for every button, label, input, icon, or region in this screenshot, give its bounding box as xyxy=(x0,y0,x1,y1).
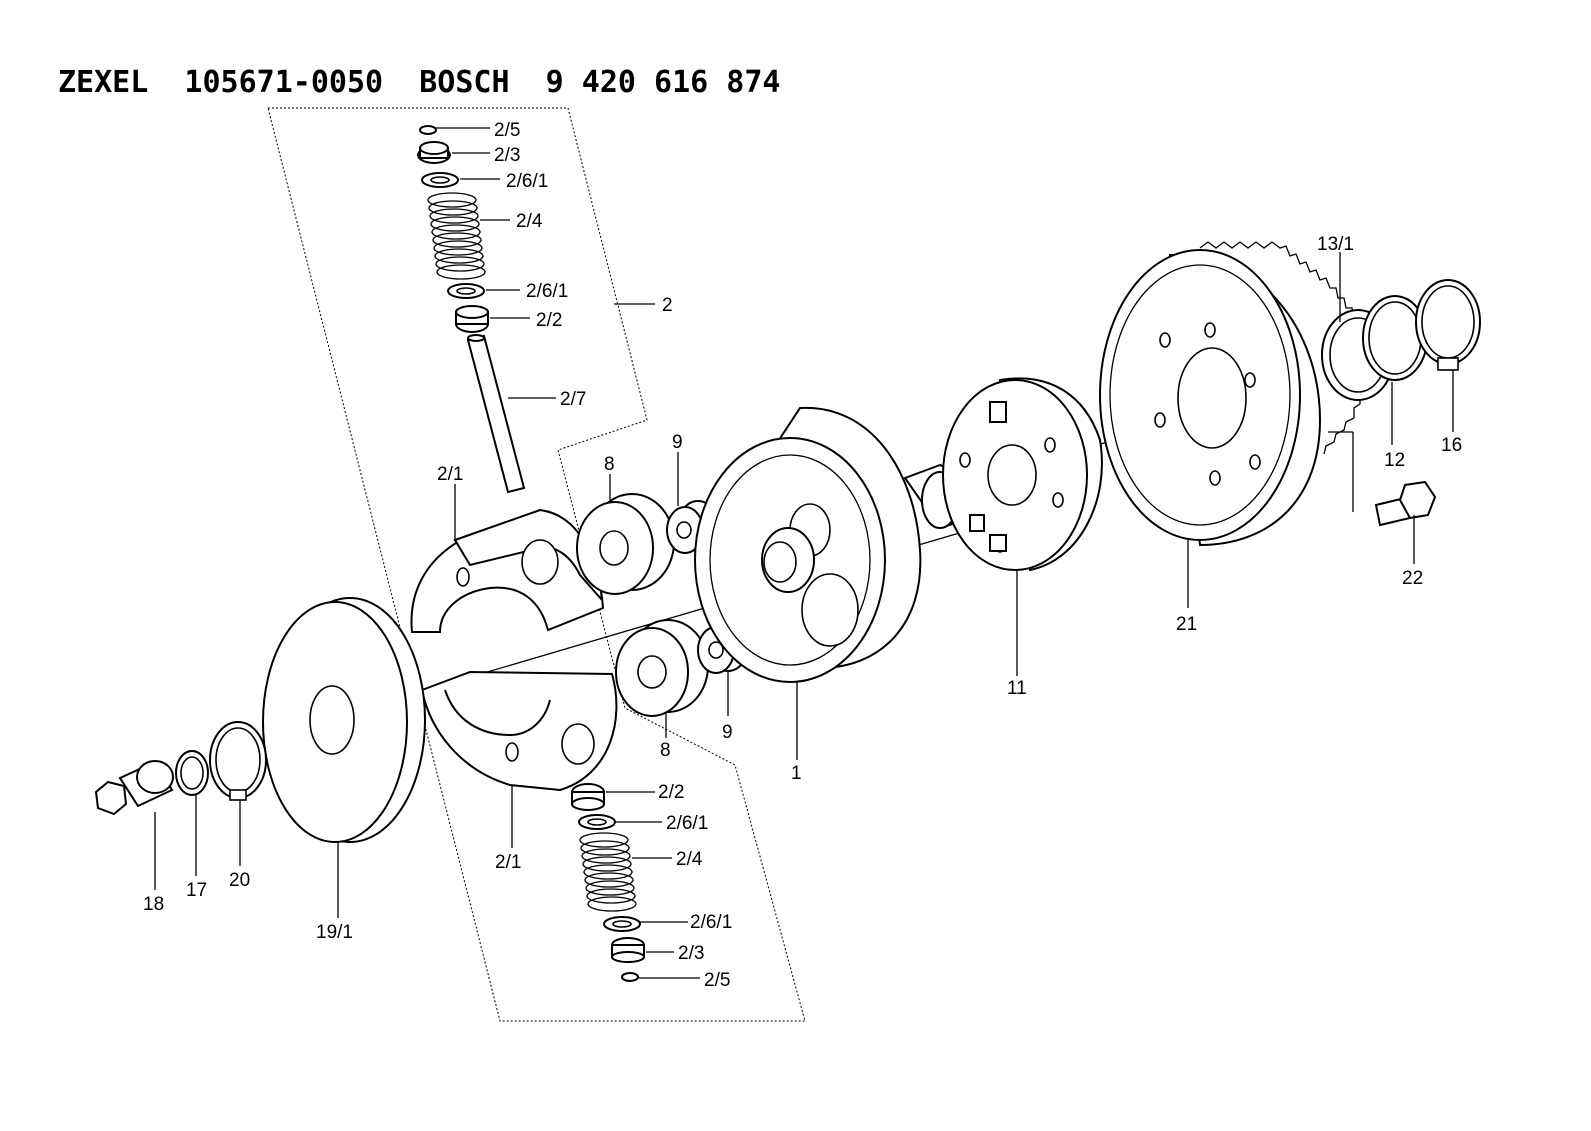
callout-labels: 2/5 2/3 2/6/1 2/4 2/6/1 2/2 2 2/7 2/1 8 … xyxy=(143,120,1462,991)
label-12: 12 xyxy=(1384,450,1405,471)
label-18: 18 xyxy=(143,894,164,915)
part-22-bolt xyxy=(1374,480,1437,527)
label-2-5-bottom: 2/5 xyxy=(704,970,730,991)
label-2-7: 2/7 xyxy=(560,389,586,410)
flyweight-lower xyxy=(420,670,618,792)
leader-lines xyxy=(154,127,1454,979)
label-9-bottom: 9 xyxy=(722,722,733,743)
part-8-lower xyxy=(615,619,709,717)
label-16: 16 xyxy=(1441,435,1462,456)
part-16-circlip xyxy=(1415,279,1481,371)
label-2-4-bottom: 2/4 xyxy=(676,849,703,870)
part-20-circlip xyxy=(209,721,267,801)
label-2-5-top: 2/5 xyxy=(494,120,520,141)
label-2-2-top: 2/2 xyxy=(536,310,562,331)
label-19-1: 19/1 xyxy=(316,922,353,943)
part-21-gear xyxy=(1099,241,1379,547)
part-18-plug xyxy=(94,760,174,816)
lower-spring-stack xyxy=(571,783,645,982)
label-2-1-bottom: 2/1 xyxy=(495,852,521,873)
part-12-ring xyxy=(1362,295,1428,381)
upper-spring-stack xyxy=(417,125,526,494)
label-2-6-1-bottom-b: 2/6/1 xyxy=(690,912,732,933)
label-2-4-top: 2/4 xyxy=(516,211,543,232)
part-19-1-disc xyxy=(262,597,426,843)
label-17: 17 xyxy=(186,880,207,901)
label-8-top: 8 xyxy=(604,454,615,475)
label-8-bottom: 8 xyxy=(660,740,671,761)
label-2-6-1-top-b: 2/6/1 xyxy=(526,281,568,302)
label-13-1: 13/1 xyxy=(1317,234,1354,255)
lower-spring xyxy=(579,832,637,912)
label-2-3-top: 2/3 xyxy=(494,145,520,166)
label-2: 2 xyxy=(662,295,673,316)
label-20: 20 xyxy=(229,870,250,891)
part-1-hub xyxy=(694,406,967,683)
part-8-upper xyxy=(576,493,675,595)
flyweight-upper xyxy=(410,508,605,633)
label-11: 11 xyxy=(1007,678,1027,699)
part-17-ring xyxy=(175,750,209,796)
label-22: 22 xyxy=(1402,568,1423,589)
label-2-1-top: 2/1 xyxy=(437,464,463,485)
label-2-2-bottom: 2/2 xyxy=(658,782,684,803)
label-1: 1 xyxy=(791,763,802,784)
label-2-3-bottom: 2/3 xyxy=(678,943,704,964)
label-9-top: 9 xyxy=(672,432,683,453)
label-2-6-1-bottom-a: 2/6/1 xyxy=(666,813,708,834)
diagram-title: ZEXEL 105671-0050 BOSCH 9 420 616 874 xyxy=(58,65,780,100)
label-2-6-1-top-a: 2/6/1 xyxy=(506,171,548,192)
label-21: 21 xyxy=(1176,614,1197,635)
upper-spring xyxy=(427,192,486,280)
part-11-flange xyxy=(942,377,1103,572)
